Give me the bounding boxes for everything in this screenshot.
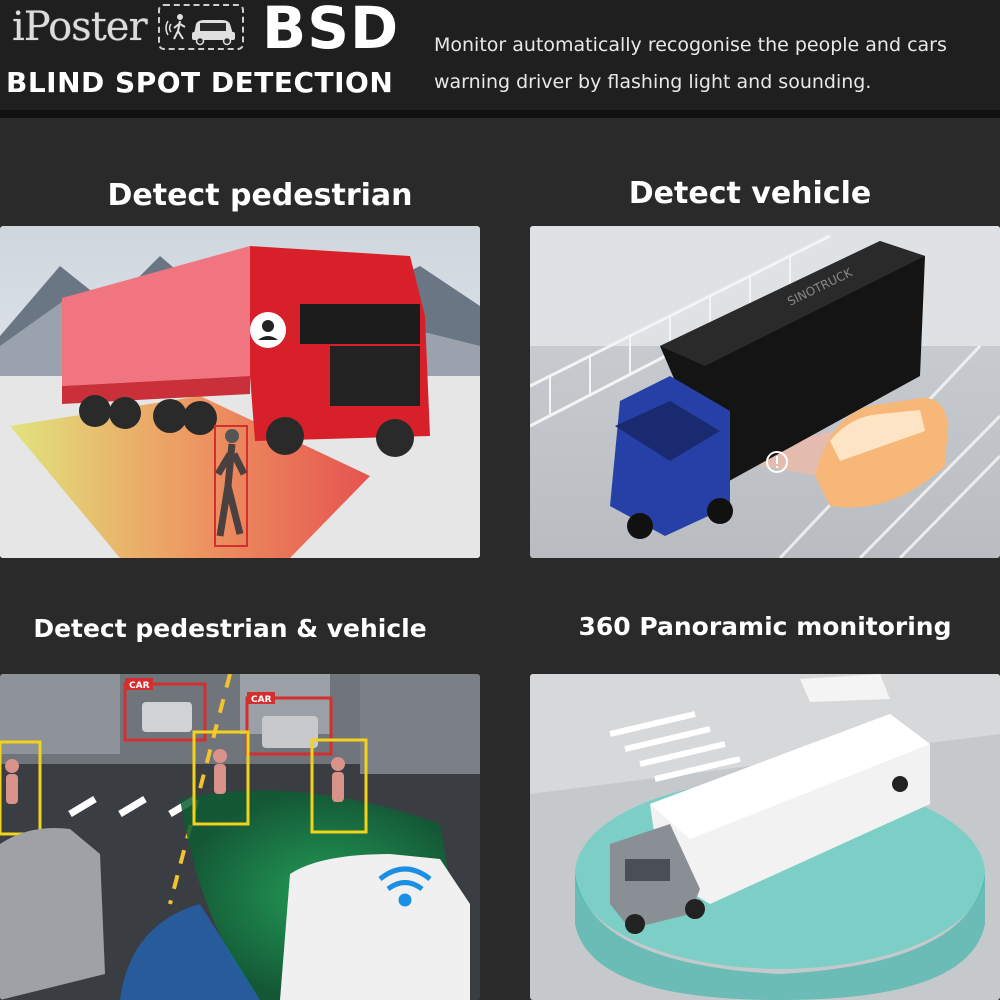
pedestrian-vehicle-detection-illustration: CAR CAR: [0, 674, 480, 1000]
car-detection-box: [245, 696, 333, 756]
header-divider: [0, 110, 1000, 118]
caption-detect-pedestrian: Detect pedestrian: [107, 178, 413, 213]
car-box-label: CAR: [251, 695, 272, 705]
panel-detect-pedestrian: [0, 226, 480, 558]
wifi-icon: [378, 866, 432, 907]
caption-detect-vehicle: Detect vehicle: [628, 176, 872, 211]
bsd-feature-icon: [158, 4, 244, 50]
header-banner: iPoster BSD BLIND SPOT DETECTION Monitor…: [0, 0, 1000, 110]
car-detection-box: [123, 682, 207, 742]
caption-detect-pedestrian-vehicle: Detect pedestrian & vehicle: [33, 614, 427, 643]
brand-logo: iPoster: [12, 4, 148, 50]
description-line-2: warning driver by flashing light and sou…: [434, 71, 872, 93]
pedestrian-detection-box: [310, 738, 368, 834]
description-line-1: Monitor automatically recogonise the peo…: [434, 34, 947, 56]
pedestrian-detection-box: [192, 730, 250, 826]
warning-icon: [766, 451, 788, 473]
pedestrian-detection-box: [214, 425, 248, 547]
panoramic-monitoring-illustration: [530, 674, 1000, 1000]
vehicle-detection-illustration: SINOTRUCK: [530, 226, 1000, 558]
panel-detect-vehicle: SINOTRUCK: [530, 226, 1000, 558]
car-box-label: CAR: [129, 681, 150, 691]
pedestrian-detection-illustration: [0, 226, 480, 558]
caption-360-panoramic: 360 Panoramic monitoring: [578, 612, 952, 641]
bsd-subtitle: BLIND SPOT DETECTION: [6, 66, 394, 99]
panel-detect-pedestrian-vehicle: CAR CAR: [0, 674, 480, 1000]
bsd-title: BSD: [262, 0, 400, 62]
panel-360-panoramic: [530, 674, 1000, 1000]
